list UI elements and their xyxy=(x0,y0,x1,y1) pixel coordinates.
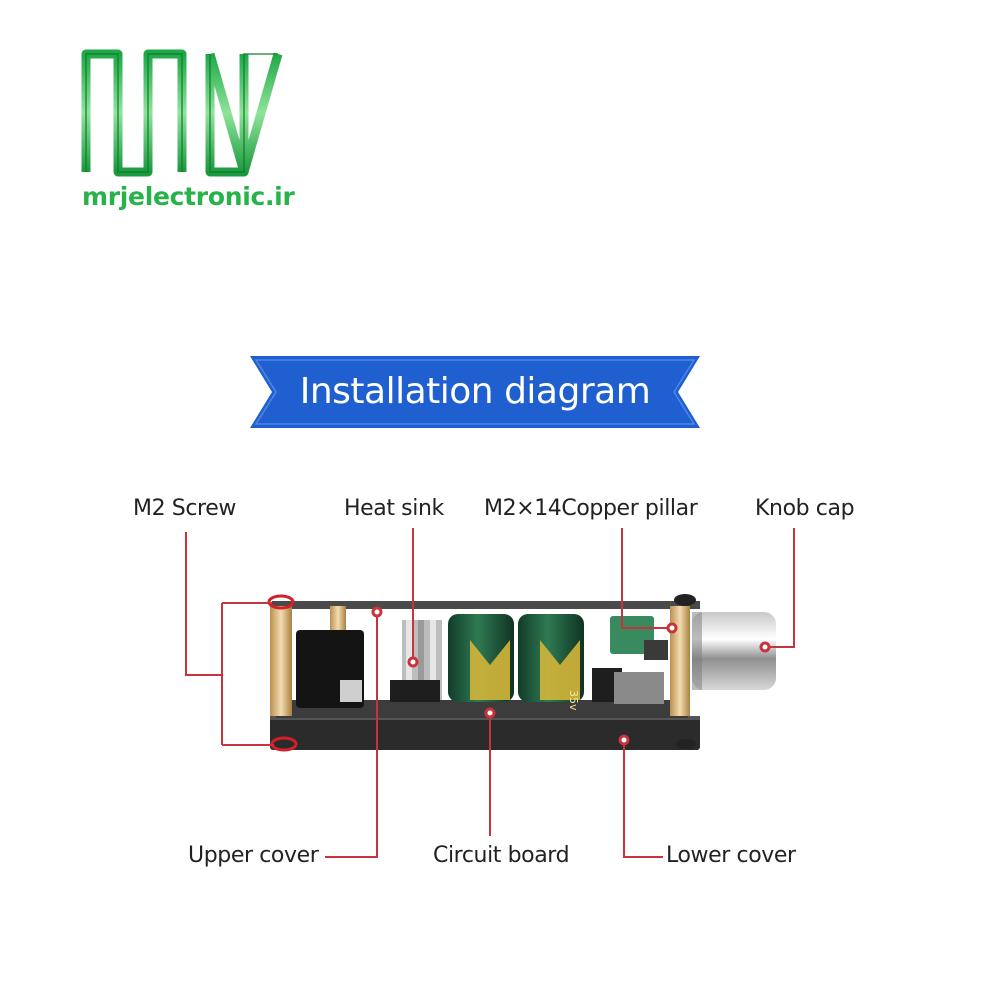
mrj-logo-icon xyxy=(81,49,283,177)
diagram-title: Installation diagram xyxy=(299,371,651,412)
label-knob-cap: Knob cap xyxy=(755,496,855,521)
knob-cap xyxy=(692,612,776,690)
label-circuit-board: Circuit board xyxy=(433,843,570,868)
copper-pillar-right xyxy=(670,606,690,716)
capacitor-marking: 35v xyxy=(567,690,580,711)
pcb-board xyxy=(276,700,688,718)
title-banner xyxy=(250,356,700,428)
label-copper-pillar: M2×14Copper pillar xyxy=(484,496,698,521)
label-m2-screw: M2 Screw xyxy=(133,496,236,521)
copper-pillar-left xyxy=(270,606,292,716)
upper-cover-plate xyxy=(272,601,700,609)
logo-text: mrjelectronic.ir xyxy=(82,182,295,211)
label-heat-sink: Heat sink xyxy=(344,496,444,521)
label-lower-cover: Lower cover xyxy=(666,843,796,868)
label-upper-cover: Upper cover xyxy=(188,843,319,868)
